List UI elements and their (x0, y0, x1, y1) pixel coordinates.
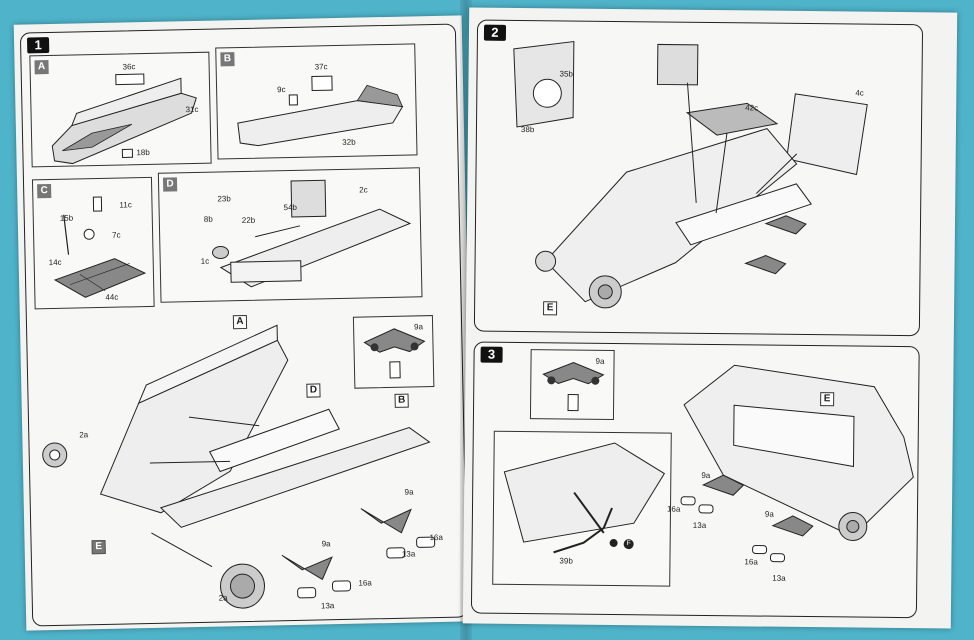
hull-side-drawing (237, 75, 404, 147)
part-label: 9c (277, 85, 286, 95)
part-label: 15b (59, 213, 74, 223)
hull-side-drawing (51, 73, 197, 165)
part-label: 37c (314, 62, 328, 72)
part-label: 9a (764, 509, 774, 519)
callout-tag-e: E (91, 539, 106, 555)
part-label: 35b (559, 69, 573, 79)
sub-step-b: B 37c 9c 32b (215, 43, 418, 160)
part-label: 9a (404, 487, 414, 497)
part-label: 9a (701, 470, 711, 481)
step-number: 1 (26, 37, 50, 54)
sprocket-bracket-drawing (542, 362, 605, 412)
interior-assembly-drawing (212, 179, 412, 288)
inset-sprocket-detail: 9a (529, 349, 615, 420)
part-label: 16a (429, 532, 443, 543)
part-label: 42c (745, 103, 759, 113)
callout-tag-b: B (394, 393, 409, 408)
right-page: 2 35b 38b 42c 4c E (462, 7, 958, 629)
part-label: 13a (401, 549, 416, 559)
left-page: 1 A 36c 31c 18b B (13, 15, 475, 631)
step-3-frame: 3 9a 39b F (470, 341, 920, 619)
step-3-drawing (680, 364, 914, 563)
part-label: 23b (217, 194, 231, 204)
part-label: 1c (200, 256, 210, 266)
sub-step-d: D 23b 8b 22b 54b 1c 2c (157, 167, 423, 303)
callout-tag-e: E (820, 392, 835, 407)
part-label: 32b (342, 137, 356, 147)
part-label: 38b (520, 125, 535, 135)
callout-tag-e: E (543, 301, 558, 316)
callout-tag-d: D (306, 383, 321, 398)
part-label: 36c (122, 62, 136, 72)
rear-hull-drawing (503, 442, 666, 554)
part-label: 22b (241, 215, 256, 226)
floor-assembly-drawing (53, 196, 147, 298)
part-label: 2c (359, 185, 368, 195)
part-label: 18b (136, 147, 150, 158)
callout-tag-a: A (232, 314, 248, 330)
step-2-frame: 2 35b 38b 42c 4c E (473, 19, 924, 337)
main-hull-assembly-drawing (42, 324, 436, 609)
inset-rear-detail: 39b F (492, 430, 672, 587)
part-label: 13a (692, 520, 707, 530)
part-label: 44c (105, 292, 119, 302)
sprocket-bracket-drawing (363, 328, 426, 379)
part-label: 8b (203, 214, 213, 224)
inset-sprocket-detail: 9a (352, 315, 435, 389)
sub-step-c: C 15b 11c 7c 14c 44c (31, 176, 155, 310)
sub-step-a: A 36c 31c 18b (29, 51, 212, 168)
part-label: 2a (218, 593, 228, 603)
part-label: 16a (744, 557, 758, 567)
part-label: 7c (112, 230, 121, 240)
part-label: 4c (855, 88, 864, 98)
part-label: 16a (666, 504, 681, 514)
part-label: 9a (414, 322, 424, 332)
part-label: 31c (185, 104, 199, 115)
part-label: 13a (772, 573, 786, 583)
step-2-drawing (513, 40, 868, 309)
part-label: 11c (119, 200, 132, 210)
part-label: 54b (283, 202, 298, 213)
part-label: 16a (358, 578, 372, 588)
step-1-frame: 1 A 36c 31c 18b B (19, 23, 469, 627)
part-label: 14c (48, 257, 62, 268)
part-label: 9a (321, 539, 331, 549)
part-label: 2a (79, 430, 89, 440)
part-label: 13a (320, 601, 335, 611)
